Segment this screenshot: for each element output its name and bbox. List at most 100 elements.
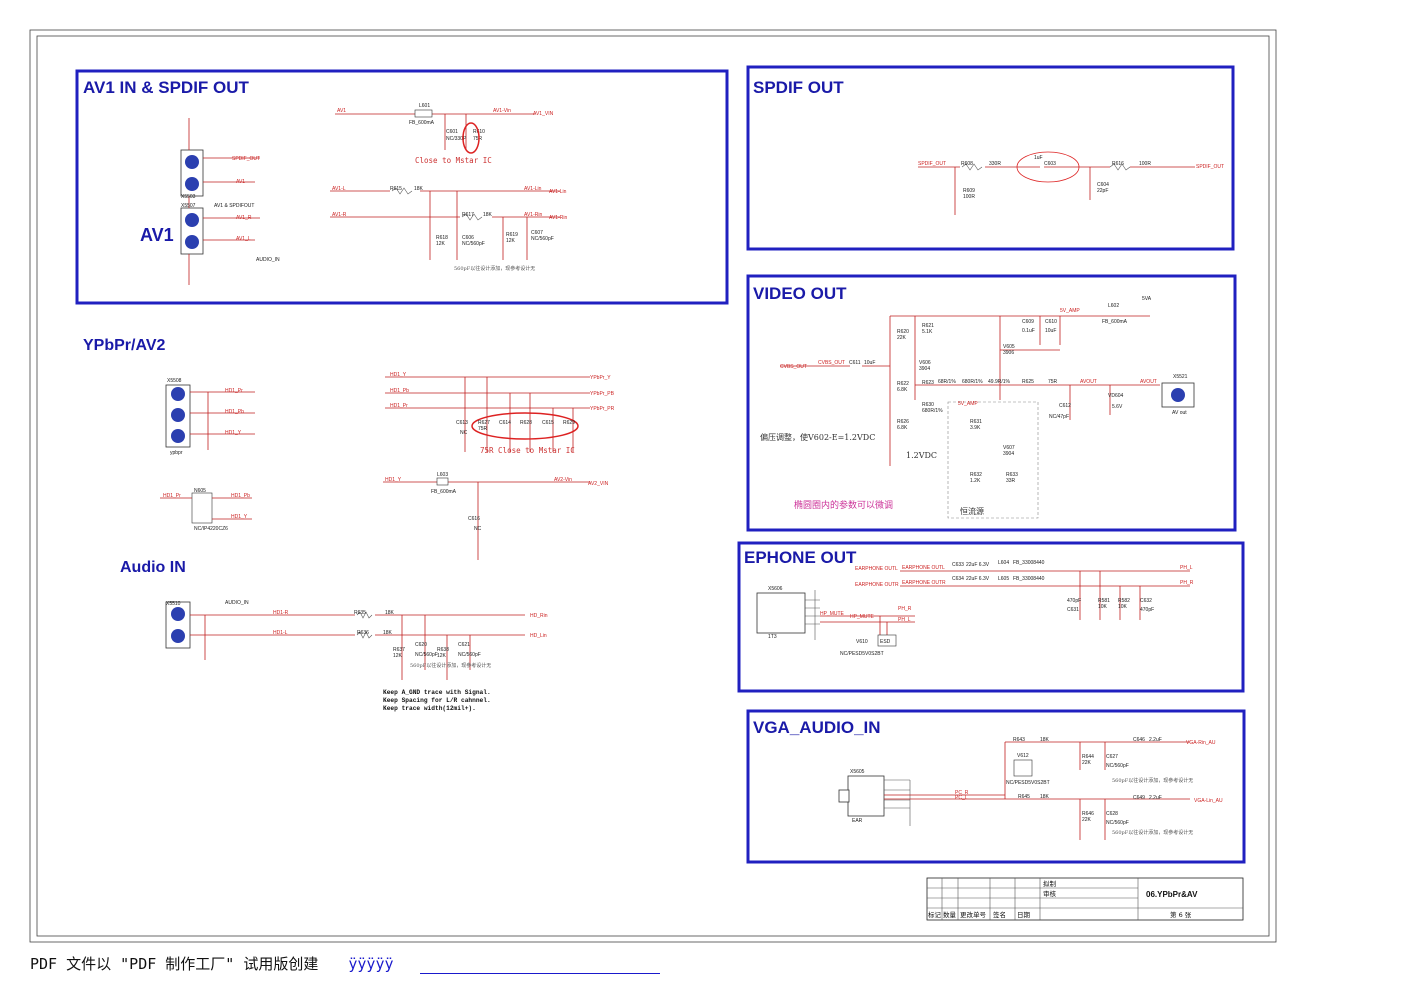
rca-jack-icon bbox=[185, 177, 199, 191]
ref-label: 22K bbox=[897, 335, 907, 341]
ref-label: R617 bbox=[462, 212, 474, 218]
net-label: AV2_VIN bbox=[588, 481, 609, 487]
ref-label: EAR bbox=[852, 818, 863, 824]
ref-label: 18K bbox=[383, 630, 393, 636]
net-label: HD_Rin bbox=[530, 613, 548, 619]
section-audio: Audio IN X5510 AUDIO_IN HD1-R HD1-L R635… bbox=[120, 559, 548, 712]
ref-label: ESD bbox=[880, 639, 891, 645]
ref-label: R581 bbox=[1098, 598, 1110, 604]
ref-label: N605 bbox=[194, 488, 206, 494]
ref-label: R629 bbox=[563, 420, 575, 426]
ref-label: 18K bbox=[385, 610, 395, 616]
ref-label: R630 bbox=[922, 402, 934, 408]
ref-label: 3.9K bbox=[970, 425, 981, 431]
pdf-footer: PDF 文件以 "PDF 制作工厂" 试用版创建 ÿÿÿÿÿ bbox=[30, 953, 394, 974]
ref-label: X5606 bbox=[768, 586, 783, 592]
ref-label: C616 bbox=[468, 516, 480, 522]
ref-label: C603 bbox=[1044, 161, 1056, 167]
ref-label: FB_33008440 bbox=[1013, 576, 1045, 582]
design-note: 560pF以往设计添加，现参考设计无 bbox=[454, 265, 535, 272]
ferrite-bead-icon bbox=[436, 477, 449, 486]
section-ypbpr: YPbPr/AV2 X5508 ypbpr HD1_Pr HD1_Pb HD1_… bbox=[83, 337, 615, 560]
ref-label: L604 bbox=[998, 560, 1009, 566]
pdf-footer-underline bbox=[420, 973, 660, 974]
ref-label: R625 bbox=[1022, 379, 1034, 385]
section-spdif-title: SPDIF OUT bbox=[753, 78, 844, 97]
ref-label: V606 bbox=[919, 360, 931, 366]
earphone-jack-x5606 bbox=[756, 592, 806, 634]
net-label: HD_Lin bbox=[530, 633, 547, 639]
ref-label: X5503 bbox=[181, 194, 196, 200]
ref-label: R608 bbox=[961, 161, 973, 167]
net-label: AV1-Lin bbox=[524, 186, 542, 192]
audio-jack-x5605 bbox=[847, 775, 885, 817]
net-label: AV2-Vin bbox=[554, 477, 572, 483]
rca-jack-icon bbox=[171, 387, 185, 401]
ref-label: 68R/1% bbox=[938, 379, 956, 385]
rca-jack-icon bbox=[185, 235, 199, 249]
net-label: CVBS_OUT bbox=[818, 360, 845, 366]
bias-note: 偏压调整，使V602-E=1.2VDC bbox=[760, 432, 875, 442]
ref-label: C631 bbox=[1067, 607, 1079, 613]
ref-label: R623 bbox=[922, 380, 934, 386]
net-label: HD1-R bbox=[273, 610, 289, 616]
ref-label: X5510 bbox=[166, 601, 181, 607]
net-label: HD1_Y bbox=[225, 430, 242, 436]
ref-label: 18K bbox=[414, 186, 424, 192]
ref-label: 18K bbox=[483, 212, 493, 218]
title-block: 拟制 审核 06.YPbPr&AV 标记 数量 更改单号 签名 日期 第 6 张 bbox=[926, 877, 1244, 921]
jack-plug-icon bbox=[838, 789, 850, 803]
design-note: 560pF以往设计添加，现参考设计无 bbox=[410, 662, 491, 669]
net-label: EARPHONE OUTR bbox=[855, 582, 899, 588]
ref-label: R633 bbox=[1006, 472, 1018, 478]
ref-label: 470pF bbox=[1140, 607, 1154, 613]
ref-label: R628 bbox=[520, 420, 532, 426]
net-label: SPDIF_OUT bbox=[1196, 164, 1224, 170]
net-label: EARPHONE OUTL bbox=[902, 565, 945, 571]
net-label: EARPHONE OUTR bbox=[902, 580, 946, 586]
ref-label: R643 bbox=[1013, 737, 1025, 743]
ref-label: C613 bbox=[456, 420, 468, 426]
ref-label: L605 bbox=[998, 576, 1009, 582]
ref-label: R626 bbox=[897, 419, 909, 425]
net-label: HD1_Pr bbox=[390, 403, 408, 409]
ref-label: L602 bbox=[1108, 303, 1119, 309]
section-video-border bbox=[746, 274, 1237, 532]
net-label: EARPHONE OUTL bbox=[855, 566, 898, 572]
net-label: AV1 bbox=[337, 108, 346, 114]
ref-label: R619 bbox=[506, 232, 518, 238]
ref-label: NC/560pF bbox=[462, 241, 485, 247]
ref-label: R582 bbox=[1118, 598, 1130, 604]
net-label: AVOUT bbox=[1080, 379, 1097, 385]
ref-label: NC/330P bbox=[446, 136, 467, 142]
ref-label: FB_600mA bbox=[1102, 319, 1128, 325]
ref-label: 22K bbox=[1082, 817, 1092, 823]
ref-label: R644 bbox=[1082, 754, 1094, 760]
rca-jack-icon bbox=[171, 408, 185, 422]
net-label: PC_L bbox=[955, 795, 968, 801]
ref-label: 1uF bbox=[1034, 155, 1043, 161]
ref-label: 33R bbox=[1006, 478, 1016, 484]
ref-label: L603 bbox=[437, 472, 448, 478]
ref-label: 5.1K bbox=[922, 329, 933, 335]
ref-label: VD604 bbox=[1108, 393, 1124, 399]
ref-label: 10K bbox=[1098, 604, 1108, 610]
section-video: VIDEO OUT CVBS_OUT CVBS_OUT C611 10uF R6… bbox=[746, 274, 1237, 532]
ref-label: FB_33008440 bbox=[1013, 560, 1045, 566]
pdf-footer-link[interactable]: ÿÿÿÿÿ bbox=[348, 955, 394, 973]
ref-label: 1T3 bbox=[768, 634, 777, 640]
pdf-footer-text: PDF 文件以 "PDF 制作工厂" 试用版创建 bbox=[30, 955, 319, 973]
ref-label: X5508 bbox=[167, 378, 182, 384]
net-label: AV1-Rin bbox=[524, 212, 542, 218]
ref-label: 5VA bbox=[1142, 296, 1152, 302]
ref-label: 6.8K bbox=[897, 387, 908, 393]
vdc-note: 1.2VDC bbox=[906, 451, 937, 460]
net-label: HD1_Pr bbox=[225, 388, 243, 394]
net-label: AVOUT bbox=[1140, 379, 1157, 385]
ref-label: V607 bbox=[1003, 445, 1015, 451]
rca-jack-icon bbox=[185, 155, 199, 169]
ref-label: NC/PESD5V0S2BT bbox=[1006, 780, 1050, 786]
ref-label: 22K bbox=[1082, 760, 1092, 766]
net-label: 5V_AMP bbox=[1060, 308, 1080, 314]
